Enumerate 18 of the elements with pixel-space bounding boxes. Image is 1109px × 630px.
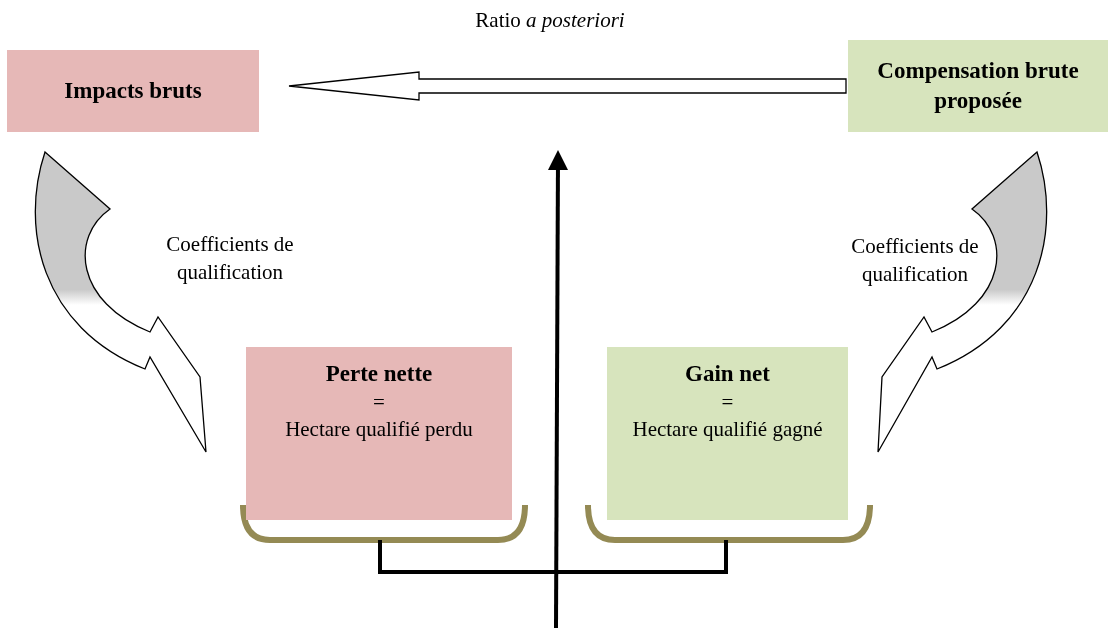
- box-text: =: [721, 388, 734, 416]
- curved-block-arrow: [34, 151, 207, 453]
- box-heading: Compensation brute proposée: [876, 57, 1080, 115]
- edge-label: Coefficients de qualification: [850, 233, 980, 289]
- edge-label: Ratio a posteriori: [474, 7, 626, 34]
- edge-label: Coefficients de qualification: [165, 231, 295, 287]
- box-text: Hectare qualifié perdu: [285, 416, 473, 444]
- box-heading: Perte nette: [325, 360, 433, 388]
- box-text: =: [373, 388, 385, 416]
- block-arrow: [288, 71, 847, 101]
- process-box: [246, 347, 512, 520]
- box-text: Hectare qualifié gagné: [632, 416, 823, 444]
- box-heading: Gain net: [685, 360, 770, 388]
- process-box: [7, 50, 259, 132]
- process-box: [607, 347, 848, 520]
- curved-block-arrow: [877, 151, 1048, 453]
- process-box: [848, 40, 1108, 132]
- box-heading: Impacts bruts: [64, 77, 202, 106]
